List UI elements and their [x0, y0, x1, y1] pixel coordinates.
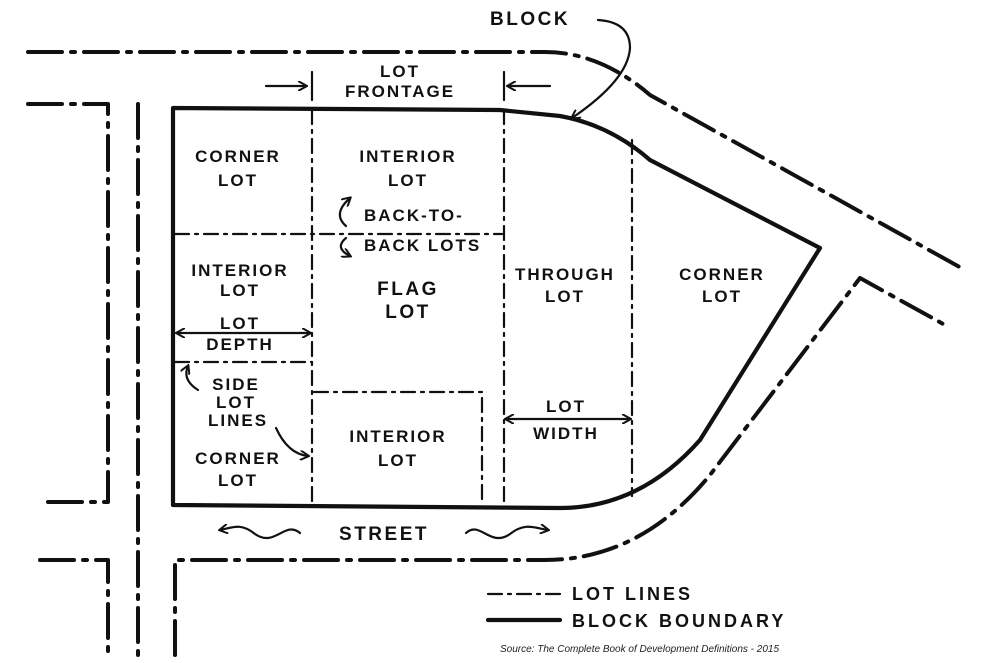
lot-lines: [173, 108, 634, 510]
label-corner-lot-bottom-left: LOT: [218, 471, 258, 490]
label-flag-lot: FLAG: [377, 279, 439, 300]
back-to-back-arrow-down: [339, 236, 350, 256]
street-line-top: [26, 50, 967, 272]
side-lot-lines-arrow-right: [274, 426, 308, 456]
block-boundary: [170, 105, 823, 511]
label-street: STREET: [339, 524, 429, 545]
labels: BLOCK LOT FRONTAGE CORNER LOT INTERIOR L…: [191, 9, 765, 545]
label-interior-lot-bottom: INTERIOR: [349, 427, 446, 446]
legend: LOT LINES BLOCK BOUNDARY: [485, 584, 786, 631]
street-line-bottom-left: [38, 558, 110, 657]
street-line-left-top: [26, 102, 110, 504]
arrows: [177, 18, 632, 540]
block-arrow: [572, 18, 632, 118]
label-corner-lot-right: LOT: [702, 287, 742, 306]
legend-lot-lines-label: LOT LINES: [572, 584, 693, 604]
label-corner-lot-top-left: CORNER: [195, 147, 281, 166]
label-corner-lot-top-left: LOT: [218, 171, 258, 190]
legend-block-boundary-label: BLOCK BOUNDARY: [572, 611, 786, 631]
label-back-to-back-lots: BACK-TO-: [364, 206, 464, 225]
street-squiggle-left: [220, 527, 302, 540]
label-flag-lot: LOT: [385, 302, 431, 323]
label-side-lot-lines: SIDE: [212, 375, 260, 394]
label-corner-lot-bottom-left: CORNER: [195, 449, 281, 468]
street-squiggle-right: [464, 527, 548, 540]
label-corner-lot-right: CORNER: [679, 265, 765, 284]
label-lot-width: LOT: [546, 397, 586, 416]
label-interior-lot-left: LOT: [220, 281, 260, 300]
label-through-lot: LOT: [545, 287, 585, 306]
label-lot-depth: DEPTH: [206, 335, 274, 354]
label-lot-width: WIDTH: [533, 424, 599, 443]
label-back-to-back-lots: BACK LOTS: [364, 236, 481, 255]
label-block: BLOCK: [490, 9, 570, 30]
label-side-lot-lines: LOT: [216, 393, 256, 412]
source-caption: Source: The Complete Book of Development…: [500, 644, 779, 655]
label-interior-lot-top: LOT: [388, 171, 428, 190]
street-lines: [26, 50, 967, 657]
label-lot-frontage: LOT: [380, 62, 420, 81]
back-to-back-arrow-up: [338, 198, 350, 228]
label-lot-frontage: FRONTAGE: [345, 82, 455, 101]
label-lot-depth: LOT: [220, 314, 260, 333]
label-interior-lot-bottom: LOT: [378, 451, 418, 470]
side-lot-lines-arrow-up: [186, 366, 200, 392]
label-interior-lot-left: INTERIOR: [191, 261, 288, 280]
label-through-lot: THROUGH: [515, 265, 615, 284]
label-side-lot-lines: LINES: [208, 411, 268, 430]
street-line-bottom: [173, 276, 947, 657]
flag-lot-line: [312, 390, 484, 507]
label-interior-lot-top: INTERIOR: [359, 147, 456, 166]
